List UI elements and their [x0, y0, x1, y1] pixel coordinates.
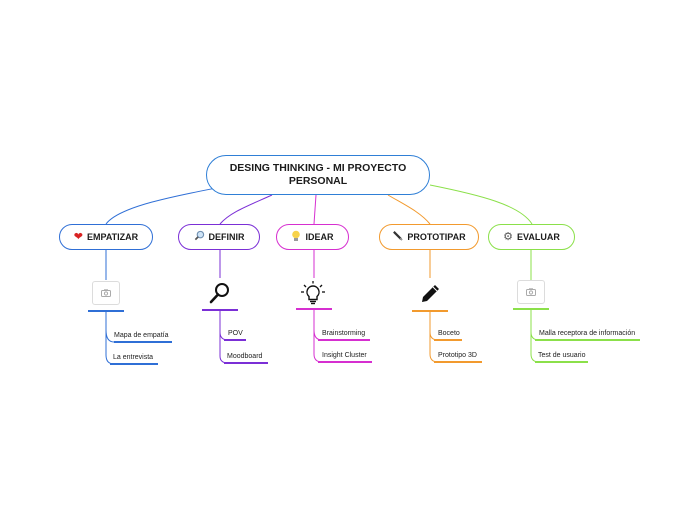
photo-placeholder-icon — [92, 281, 120, 305]
gear-icon: ⚙ — [503, 230, 514, 243]
pen-icon — [392, 230, 404, 244]
leaf-brainstorming[interactable]: Brainstorming — [322, 330, 366, 337]
connector-evaluar — [429, 184, 533, 225]
root-topic[interactable]: DESING THINKING - MI PROYECTO PERSONAL — [206, 155, 430, 195]
leaf-test-de-usuario[interactable]: Test de usuario — [538, 352, 586, 359]
leaf-mapa-de-empatia[interactable]: Mapa de empatía — [114, 332, 169, 339]
branch-prototipar[interactable]: PROTOTIPAR — [379, 224, 479, 250]
branch-evaluar[interactable]: ⚙ EVALUAR — [488, 224, 575, 250]
magnifier-icon — [194, 230, 205, 244]
branch-label: DEFINIR — [208, 232, 245, 242]
connector-idear — [313, 194, 317, 225]
subtree-evaluar — [513, 250, 640, 363]
branch-empatizar[interactable]: ❤ EMPATIZAR — [59, 224, 153, 250]
leaf-pov[interactable]: POV — [228, 330, 243, 337]
leaf-la-entrevista[interactable]: La entrevista — [113, 354, 154, 361]
leaf-insight-cluster[interactable]: Insight Cluster — [322, 352, 367, 359]
connector-definir — [219, 194, 273, 225]
photo-placeholder-icon — [517, 280, 545, 304]
lightbulb-icon — [300, 280, 326, 311]
subtree-definir — [202, 250, 268, 364]
branch-definir[interactable]: DEFINIR — [178, 224, 260, 250]
branch-label: IDEAR — [305, 232, 334, 242]
leaf-boceto[interactable]: Boceto — [438, 330, 460, 337]
leaf-prototipo-3d[interactable]: Prototipo 3D — [438, 352, 477, 359]
connector-prototipar — [387, 194, 431, 225]
branch-label: EVALUAR — [517, 232, 560, 242]
branch-label: PROTOTIPAR — [407, 232, 466, 242]
lightbulb-icon — [291, 230, 301, 245]
heart-icon: ❤ — [73, 230, 84, 243]
leaf-moodboard[interactable]: Moodboard — [227, 353, 263, 360]
subtree-idear — [296, 250, 372, 363]
leaf-malla-receptora[interactable]: Malla receptora de información — [539, 330, 636, 337]
branch-idear[interactable]: IDEAR — [276, 224, 349, 250]
subtree-empatizar — [88, 250, 172, 365]
root-topic-title: DESING THINKING - MI PROYECTO PERSONAL — [229, 162, 407, 187]
magnifier-icon — [208, 281, 232, 310]
pen-icon — [418, 282, 442, 311]
subtree-prototipar — [412, 250, 482, 363]
branch-label: EMPATIZAR — [87, 232, 139, 242]
